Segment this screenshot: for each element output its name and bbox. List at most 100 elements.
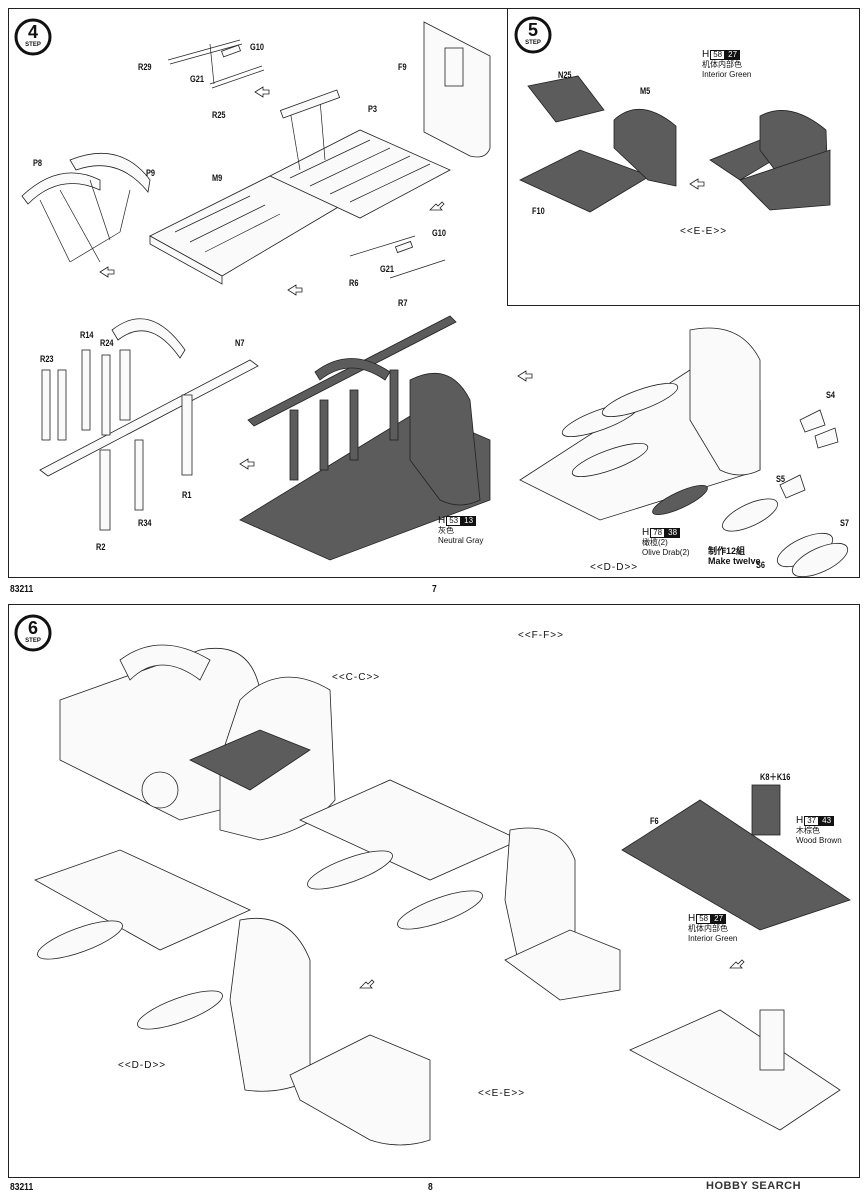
paint-name-english: Interior Green xyxy=(688,934,738,943)
step5-parts xyxy=(519,75,831,213)
watermark-hobby-search: HOBBY SEARCH xyxy=(706,1180,801,1192)
kit-number-bottom: 83211 xyxy=(10,1182,34,1193)
part-label: R23 xyxy=(40,354,54,364)
part-label: R1 xyxy=(182,490,192,500)
part-label: S6 xyxy=(756,560,766,570)
section-label-f: <<F-F>> xyxy=(518,630,564,641)
section-label-d: <<D-D>> xyxy=(590,562,639,573)
step-5-word: STEP xyxy=(525,40,541,46)
paint-brand: H xyxy=(642,527,650,538)
part-label: P8 xyxy=(33,158,43,168)
watermark-text: HOBBY SEARCH xyxy=(706,1180,802,1192)
step-5-badge: 5 STEP xyxy=(514,16,552,54)
part-label: M5 xyxy=(640,86,651,96)
paint-code: 37 xyxy=(804,816,820,826)
arch-frame-p8-p9 xyxy=(21,153,151,263)
part-label: R29 xyxy=(138,62,152,72)
floor-m9 xyxy=(149,175,341,285)
step6-middle-assembly xyxy=(299,779,621,1001)
part-label-k8-k16: K8＋K16 xyxy=(760,772,791,782)
paint-code-alt: 38 xyxy=(665,528,681,538)
part-label: S7 xyxy=(840,518,850,528)
sprue-r29-g10-r25 xyxy=(167,39,265,89)
paint-brand: H xyxy=(702,49,710,60)
step-6-word: STEP xyxy=(25,638,41,644)
part-label: P3 xyxy=(368,104,378,114)
bomb-parts xyxy=(722,409,849,578)
direction-arrows xyxy=(99,86,745,989)
part-label: R14 xyxy=(80,330,94,340)
step-6-panel xyxy=(8,604,860,1178)
part-label: R24 xyxy=(100,338,114,348)
make-twelve-english: Make twelve xyxy=(708,556,761,566)
paint-name-chinese: 橄榄(2) xyxy=(642,538,668,547)
step6-fuselage-section xyxy=(59,644,336,841)
part-label: P9 xyxy=(146,168,156,178)
step-4-number: 4 xyxy=(27,22,38,42)
section-label-d-bottom: <<D-D>> xyxy=(118,1060,167,1071)
paint-code-alt: 13 xyxy=(461,516,477,526)
step6-floor-f6-gray xyxy=(621,784,851,931)
step-5-panel xyxy=(507,8,860,306)
paint-brand: H xyxy=(438,515,446,526)
step-4-badge: 4 STEP xyxy=(14,18,52,56)
paint-code: 53 xyxy=(446,516,462,526)
part-label: R6 xyxy=(349,278,359,288)
step-6-badge: 6 STEP xyxy=(14,614,52,652)
paint-brand: H xyxy=(796,815,804,826)
section-label-c: <<C-C>> xyxy=(332,672,381,683)
part-label: M9 xyxy=(212,173,223,183)
part-label: F9 xyxy=(398,62,407,72)
part-label: G21 xyxy=(190,74,204,84)
paint-code-alt: 43 xyxy=(819,816,835,826)
part-label: R7 xyxy=(398,298,408,308)
step6-floor-outline xyxy=(629,1009,841,1131)
paint-name-chinese: 机体内部色 xyxy=(688,924,728,933)
part-label-f6: F6 xyxy=(650,816,659,826)
paint-brand: H xyxy=(688,913,696,924)
page-number: 7 xyxy=(432,584,437,595)
part-label: R25 xyxy=(212,110,226,120)
paint-name-english: Interior Green xyxy=(702,70,752,79)
paint-code: 58 xyxy=(696,914,712,924)
step-6-number: 6 xyxy=(27,618,38,638)
paint-code: 58 xyxy=(710,50,726,60)
sprue-r6-g10-r7 xyxy=(349,235,446,279)
part-label: G21 xyxy=(380,264,394,274)
paint-name-english: Neutral Gray xyxy=(438,536,484,545)
part-label: R2 xyxy=(96,542,106,552)
grid-floor-p3 xyxy=(269,89,451,219)
paint-name-chinese: 机体内部色 xyxy=(702,60,742,69)
make-twelve-note: 制作12組 Make twelve xyxy=(708,546,761,566)
paint-code-alt: 27 xyxy=(725,50,741,60)
step-5-number: 5 xyxy=(527,20,538,40)
page-number-bottom: 8 xyxy=(428,1182,433,1193)
kit-number: 83211 xyxy=(10,584,34,595)
part-label: S4 xyxy=(826,390,836,400)
part-label: G10 xyxy=(432,228,446,238)
section-label-e: <<E-E>> xyxy=(680,226,728,237)
paint-name-english: Wood Brown xyxy=(796,836,842,845)
paint-name-chinese: 灰色 xyxy=(438,526,454,535)
bomb-bay-assembly xyxy=(519,327,761,521)
paint-name-chinese: 木棕色 xyxy=(796,826,820,835)
bulkhead-f9 xyxy=(423,21,491,158)
step6-left-assembly xyxy=(34,849,431,1146)
part-label: N7 xyxy=(235,338,245,348)
section-label-e-bottom: <<E-E>> xyxy=(478,1088,526,1099)
paint-name-english: Olive Drab(2) xyxy=(642,548,690,557)
assembled-floor-gray xyxy=(239,315,491,561)
make-twelve-chinese: 制作12組 xyxy=(708,546,746,556)
part-label: G10 xyxy=(250,42,264,52)
part-label: R34 xyxy=(138,518,152,528)
step-4-word: STEP xyxy=(25,42,41,48)
frame-r-parts xyxy=(39,318,259,531)
part-label: F10 xyxy=(532,206,545,216)
paint-code-alt: 27 xyxy=(711,914,727,924)
